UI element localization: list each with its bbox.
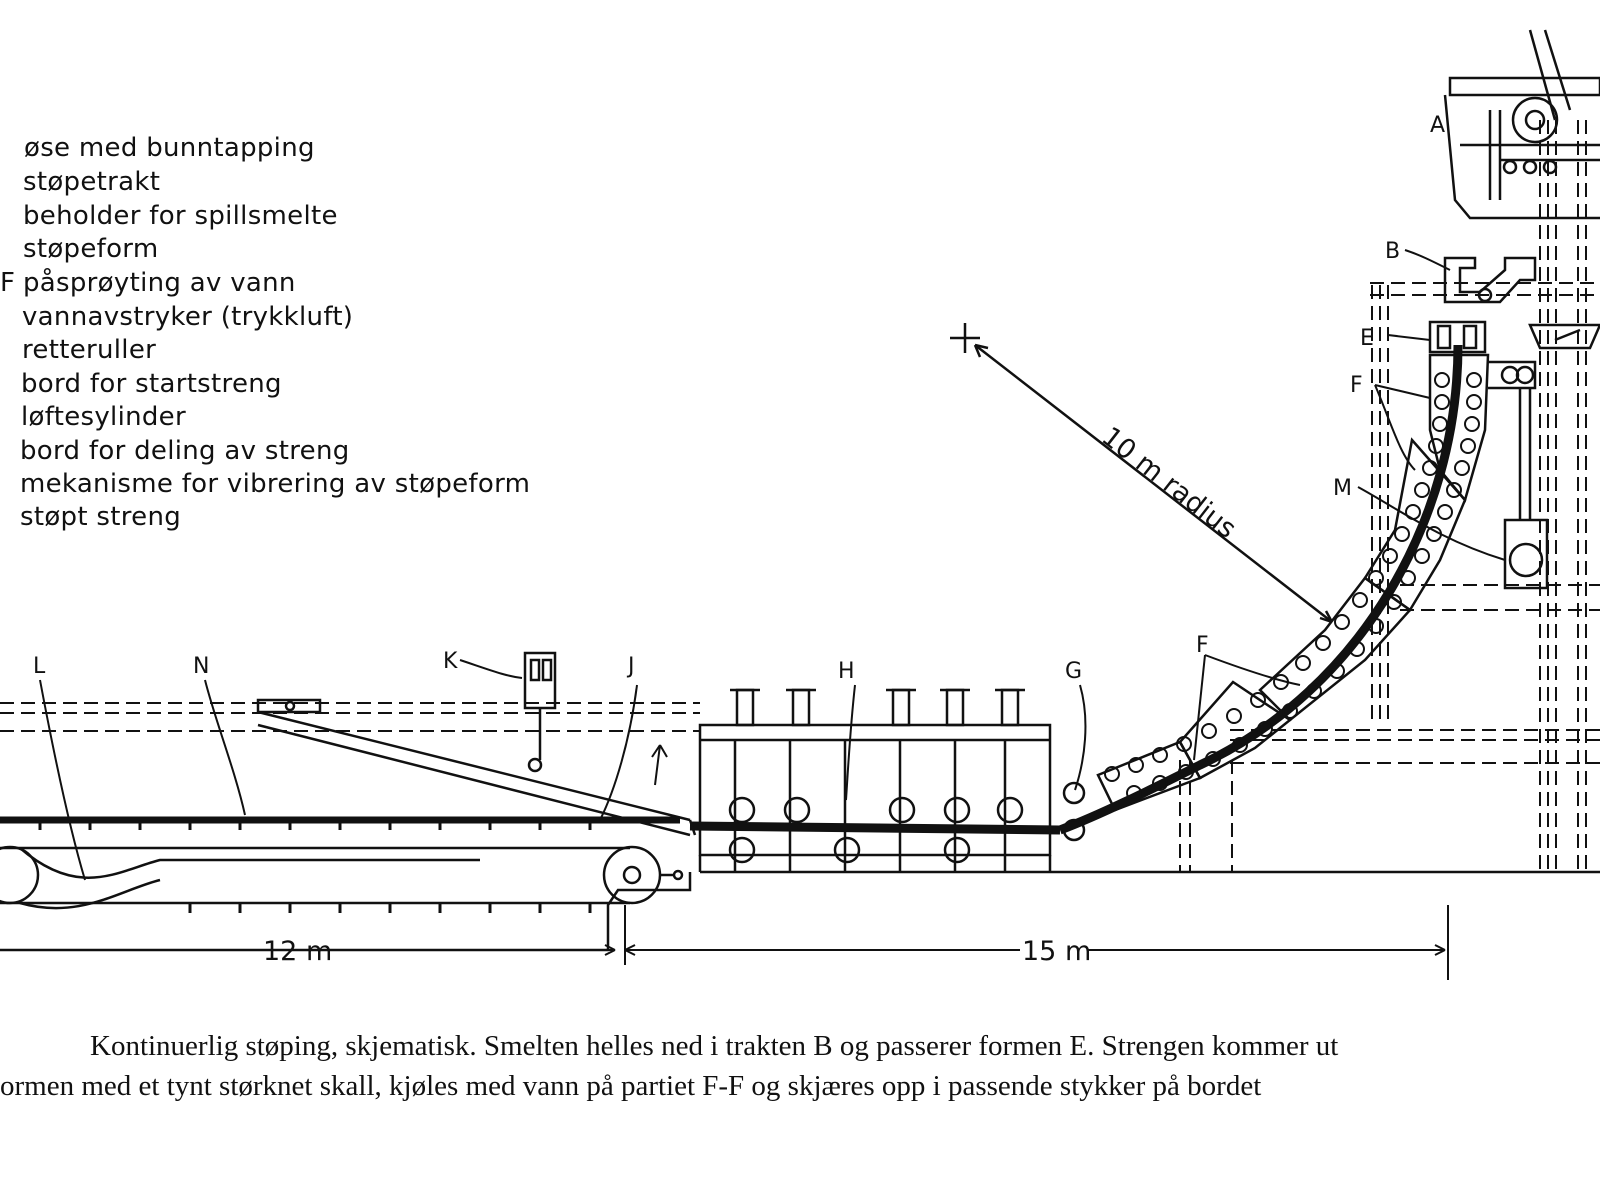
label-g: G — [1065, 659, 1082, 684]
legend-item: støpt streng — [20, 502, 182, 532]
lifting-cylinder — [523, 651, 557, 773]
radius-label: 10 m radius — [1096, 421, 1242, 545]
label-m: M — [1333, 476, 1352, 501]
legend-item: bord for startstreng — [21, 369, 282, 399]
radius-marker — [950, 323, 1334, 624]
wiper-rollers — [1062, 781, 1086, 842]
floor-step — [0, 872, 692, 952]
legend-item: bord for deling av streng — [20, 436, 350, 466]
curved-strand — [1058, 344, 1463, 835]
cutting-table — [0, 816, 684, 910]
label-f-mid: F — [1196, 633, 1209, 658]
label-l: L — [33, 654, 46, 679]
legend-item: støpeform — [23, 234, 159, 264]
label-j: J — [626, 654, 635, 679]
label-f-top: F — [1350, 373, 1363, 398]
curve-rollers — [1104, 372, 1482, 801]
dim-15m: 15 m — [1022, 936, 1091, 967]
label-b: B — [1385, 239, 1400, 264]
tundish-b — [1443, 256, 1537, 304]
spray-zones — [1096, 353, 1490, 812]
overflow-vessel — [1528, 323, 1600, 350]
straightening-rolls — [698, 688, 1052, 872]
legend-item: retteruller — [22, 335, 157, 365]
vibration-mechanism — [1488, 360, 1549, 590]
ladle-a — [1443, 29, 1600, 220]
legend-item: vannavstryker (trykkluft) — [22, 302, 354, 332]
legend-prefix: F — [0, 268, 15, 298]
leader-lines — [39, 249, 1506, 881]
dummy-bar-table — [256, 698, 697, 837]
label-e: E — [1360, 326, 1374, 351]
caption-line-2: ormen med et tynt størknet skall, kjøles… — [0, 1070, 1262, 1102]
legend-item: påsprøyting av vann — [23, 268, 296, 298]
dimension-lines — [0, 905, 1449, 980]
legend-item: støpetrakt — [23, 167, 161, 197]
conveyor-teeth — [38, 820, 592, 913]
legend-item: løftesylinder — [21, 402, 186, 432]
legend-item: beholder for spillsmelte — [23, 201, 338, 231]
straight-strand — [689, 821, 1061, 835]
caption-line-1: Kontinuerlig støping, skjematisk. Smelte… — [90, 1030, 1339, 1062]
label-h: H — [838, 659, 855, 684]
label-n: N — [193, 654, 209, 679]
legend-item: øse med bunntapping — [24, 133, 315, 163]
dim-12m: 12 m — [263, 936, 332, 967]
label-a: A — [1430, 113, 1445, 138]
dashed-guides — [0, 120, 1600, 872]
legend-item: mekanisme for vibrering av støpeform — [20, 469, 531, 499]
label-k: K — [443, 649, 458, 674]
